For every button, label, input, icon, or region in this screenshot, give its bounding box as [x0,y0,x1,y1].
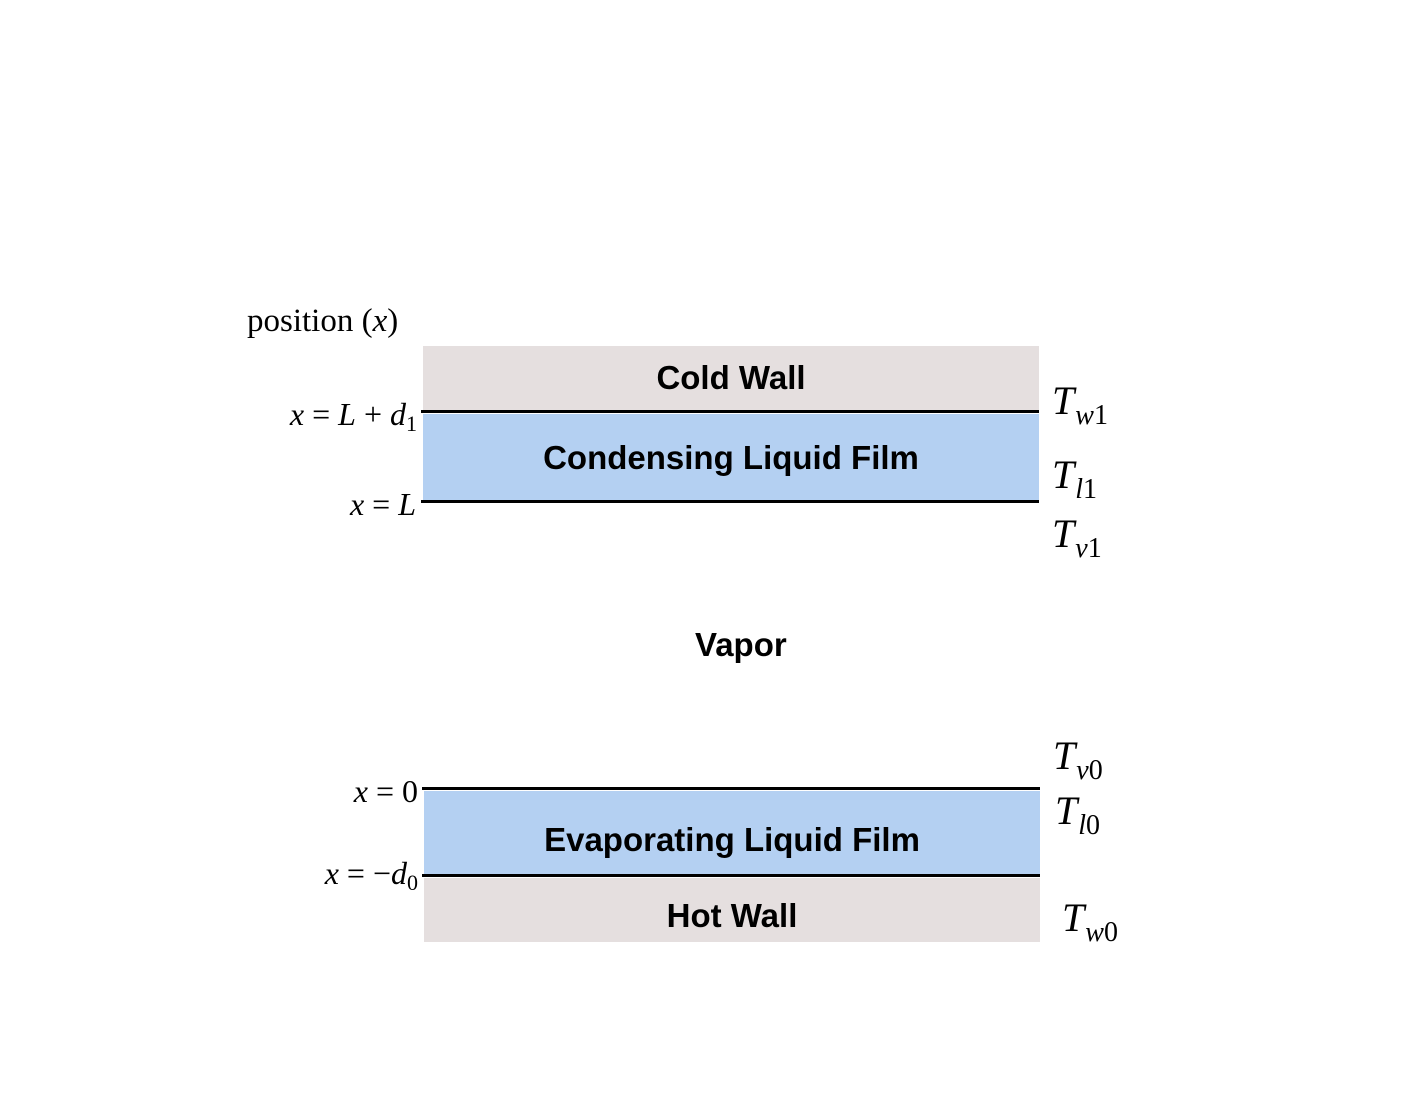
cold-wall-region: Cold Wall [423,346,1039,412]
condensing-film-vapor-interface-line [421,500,1039,503]
position-label-L-plus-d1: x = L + d1 [289,396,417,436]
condensing-film-label: Condensing Liquid Film [543,439,919,476]
condensing-film-region: Condensing Liquid Film [423,414,1039,500]
axis-title-text: position [247,303,354,339]
temperature-label-Tw0: Tw0 [1062,895,1118,948]
vapor-evaporating-film-interface-line [422,787,1040,790]
hot-wall-label: Hot Wall [666,897,798,934]
temperature-label-Tv1: Tv1 [1052,511,1102,564]
temperature-label-Tw1: Tw1 [1052,378,1108,431]
evaporating-film-label: Evaporating Liquid Film [544,821,920,858]
temperature-label-Tl1: Tl1 [1052,452,1098,505]
cold-wall-interface-line [421,410,1039,413]
evaporating-film-region: Evaporating Liquid Film [424,791,1040,875]
position-label-L: x = L [349,486,416,522]
position-label-zero: x = 0 [353,773,418,809]
axis-title: position (x) [247,303,399,339]
hot-wall-region: Hot Wall [424,878,1040,942]
position-label-minus-d0: x = −d0 [324,855,418,895]
temperature-label-Tv0: Tv0 [1053,733,1103,786]
cold-wall-label: Cold Wall [656,359,806,396]
axis-variable: x [372,303,388,339]
temperature-label-Tl0: Tl0 [1055,788,1101,841]
vapor-label: Vapor [695,626,787,663]
hot-wall-interface-line [422,874,1040,877]
